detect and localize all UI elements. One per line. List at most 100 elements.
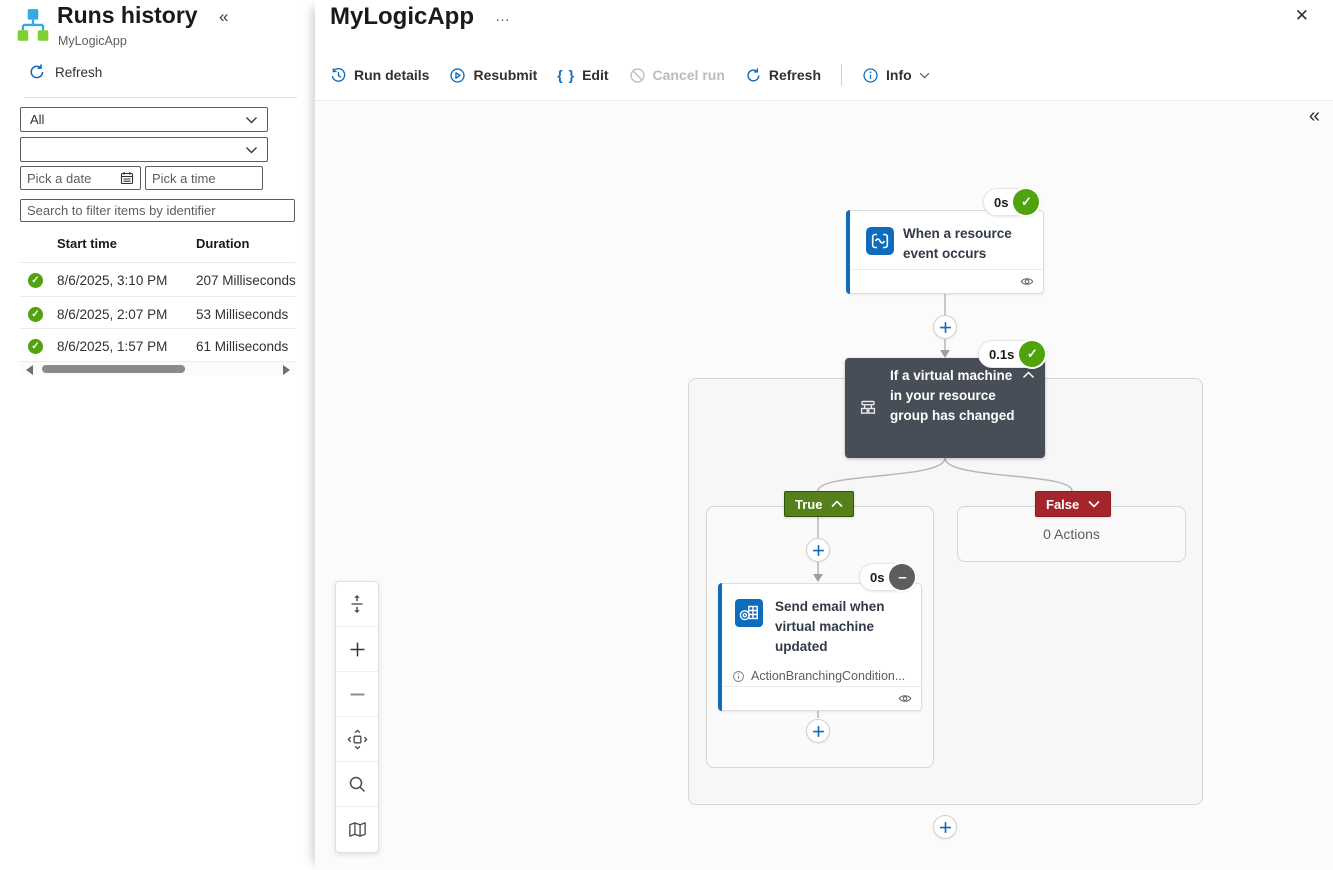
action-status-badge[interactable]: 0s – bbox=[859, 563, 918, 591]
page-title: MyLogicApp bbox=[330, 3, 474, 30]
plus-icon bbox=[939, 321, 951, 333]
runs-search-input[interactable] bbox=[27, 203, 288, 218]
logic-app-icon bbox=[17, 9, 49, 41]
runs-history-panel: Runs history « MyLogicApp Refresh All bbox=[0, 0, 315, 870]
horizontal-scrollbar[interactable] bbox=[20, 361, 296, 375]
panel-collapse-icon[interactable]: « bbox=[219, 7, 229, 26]
minimap-button[interactable] bbox=[336, 807, 378, 852]
cancel-icon bbox=[629, 67, 645, 83]
run-duration: 53 Milliseconds bbox=[196, 307, 289, 322]
divider bbox=[20, 262, 295, 263]
scrollbar-thumb[interactable] bbox=[42, 365, 185, 373]
close-icon[interactable]: ✕ bbox=[1294, 6, 1309, 25]
false-branch-container: 0 Actions bbox=[957, 506, 1186, 562]
refresh-label: Refresh bbox=[55, 64, 103, 80]
run-row[interactable]: ✓ 8/6/2025, 1:57 PM 61 Milliseconds bbox=[0, 330, 315, 362]
success-icon: ✓ bbox=[28, 273, 43, 288]
success-icon: ✓ bbox=[28, 307, 43, 322]
success-icon: ✓ bbox=[1019, 341, 1046, 367]
action-duration: 0s bbox=[870, 569, 885, 585]
info-label: Info bbox=[886, 67, 912, 83]
info-button[interactable]: Info bbox=[862, 67, 930, 84]
action-title: Send email when virtual machine updated bbox=[775, 599, 885, 654]
search-button[interactable] bbox=[336, 762, 378, 807]
insert-step-button[interactable] bbox=[806, 719, 830, 743]
resubmit-icon bbox=[450, 67, 466, 83]
run-details-label: Run details bbox=[354, 67, 430, 83]
search-icon bbox=[349, 776, 366, 793]
cancel-run-button[interactable]: Cancel run bbox=[629, 67, 725, 84]
condition-status-badge[interactable]: 0.1s ✓ bbox=[978, 340, 1048, 368]
column-header-duration[interactable]: Duration bbox=[196, 236, 250, 251]
chevron-down-icon bbox=[246, 146, 257, 153]
action-note-text: ActionBranchingCondition... bbox=[751, 669, 906, 683]
edit-button[interactable]: { } Edit bbox=[557, 67, 608, 83]
run-duration: 61 Milliseconds bbox=[196, 339, 289, 354]
code-braces-icon: { } bbox=[557, 67, 576, 83]
scroll-left-icon[interactable] bbox=[26, 365, 33, 375]
divider bbox=[20, 328, 295, 329]
canvas-collapse-icon[interactable]: « bbox=[1308, 105, 1320, 127]
divider bbox=[20, 296, 295, 297]
false-branch-empty-text: 0 Actions bbox=[1043, 526, 1100, 542]
calendar-icon[interactable] bbox=[120, 171, 134, 185]
info-icon bbox=[733, 670, 744, 682]
refresh-icon bbox=[747, 67, 760, 81]
zoom-in-button[interactable] bbox=[336, 627, 378, 672]
insert-step-button[interactable] bbox=[933, 315, 957, 339]
action-card-send-email[interactable]: Send email when virtual machine updated … bbox=[718, 583, 922, 711]
refresh-icon bbox=[30, 64, 44, 79]
insert-step-button[interactable] bbox=[933, 815, 957, 839]
column-header-start-time[interactable]: Start time bbox=[57, 236, 117, 251]
connection-icon[interactable] bbox=[1020, 276, 1034, 287]
date-picker-field bbox=[20, 166, 141, 190]
plus-icon bbox=[939, 821, 951, 833]
runs-refresh-button[interactable]: Refresh bbox=[28, 63, 102, 81]
date-picker-input[interactable] bbox=[27, 170, 120, 186]
chevron-down-icon bbox=[919, 72, 929, 79]
card-accent bbox=[846, 210, 850, 294]
fit-view-icon bbox=[351, 595, 363, 613]
toolbar-separator bbox=[841, 64, 843, 86]
time-picker-input[interactable] bbox=[152, 170, 256, 186]
card-footer bbox=[850, 269, 1043, 293]
info-icon bbox=[863, 67, 878, 83]
condition-icon bbox=[860, 400, 876, 414]
chevron-down-icon bbox=[246, 116, 257, 123]
card-footer bbox=[722, 686, 921, 710]
secondary-filter-dropdown[interactable] bbox=[20, 137, 268, 162]
true-branch-label[interactable]: True bbox=[784, 491, 855, 517]
run-row[interactable]: ✓ 8/6/2025, 3:10 PM 207 Milliseconds bbox=[0, 264, 315, 296]
workflow-canvas[interactable]: « 0 Actions bbox=[315, 101, 1333, 870]
scroll-right-icon[interactable] bbox=[283, 365, 290, 375]
condition-card[interactable]: If a virtual machine in your resource gr… bbox=[845, 358, 1045, 458]
minimap-icon bbox=[348, 822, 366, 837]
chevron-up-icon[interactable] bbox=[1022, 371, 1035, 379]
trigger-card[interactable]: When a resource event occurs bbox=[846, 210, 1044, 294]
plus-icon bbox=[812, 725, 824, 737]
canvas-controls-toolbar bbox=[335, 581, 379, 853]
connection-icon[interactable] bbox=[898, 693, 912, 704]
status-filter-dropdown[interactable]: All bbox=[20, 107, 268, 132]
success-icon: ✓ bbox=[28, 339, 43, 354]
divider bbox=[315, 100, 1333, 101]
refresh-button[interactable]: Refresh bbox=[745, 67, 821, 84]
run-row[interactable]: ✓ 8/6/2025, 2:07 PM 53 Milliseconds bbox=[0, 298, 315, 330]
more-commands-icon[interactable]: … bbox=[495, 8, 511, 25]
chevron-down-icon bbox=[1088, 500, 1100, 508]
run-start-time: 8/6/2025, 2:07 PM bbox=[57, 307, 168, 322]
pan-button[interactable] bbox=[336, 717, 378, 762]
card-accent bbox=[718, 583, 722, 711]
zoom-out-button[interactable] bbox=[336, 672, 378, 717]
history-icon bbox=[331, 67, 346, 82]
false-branch-label[interactable]: False bbox=[1035, 491, 1112, 517]
resubmit-button[interactable]: Resubmit bbox=[449, 67, 537, 84]
fit-view-button[interactable] bbox=[336, 582, 378, 627]
insert-step-button[interactable] bbox=[806, 538, 830, 562]
minus-icon bbox=[350, 693, 364, 695]
trigger-status-badge[interactable]: 0s ✓ bbox=[983, 188, 1042, 216]
run-details-button[interactable]: Run details bbox=[330, 67, 429, 84]
chevron-up-icon bbox=[831, 500, 844, 508]
trigger-duration: 0s bbox=[994, 194, 1009, 210]
